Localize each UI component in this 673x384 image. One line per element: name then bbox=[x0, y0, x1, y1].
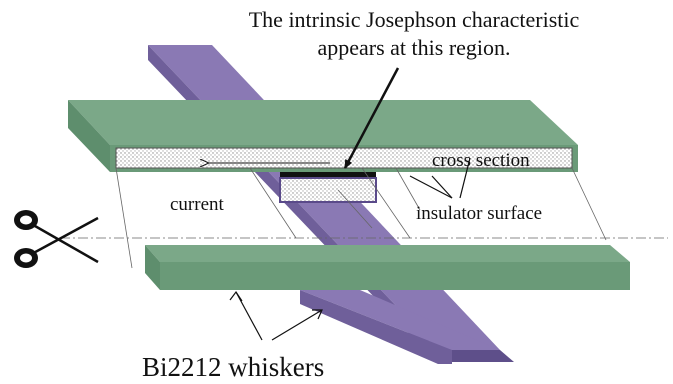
upper-whisker-left-face bbox=[68, 100, 110, 172]
annotation-arrow bbox=[343, 67, 400, 169]
lower-whisker-left-face bbox=[145, 245, 160, 290]
purple-whisker-lower-top-face bbox=[300, 290, 500, 350]
annotation-line-2: appears at this region. bbox=[317, 35, 510, 60]
cross-section-label: cross section bbox=[432, 150, 530, 171]
purple-whisker-front bbox=[300, 290, 500, 364]
upper-whisker-top-face bbox=[68, 100, 578, 145]
purple-whisker-lower-front-face bbox=[300, 290, 452, 364]
annotation-line-1: The intrinsic Josephson characteristic bbox=[249, 7, 580, 32]
lower-green-whisker bbox=[145, 245, 630, 290]
junction-body bbox=[279, 177, 377, 203]
current-label: current bbox=[170, 194, 225, 215]
upper-green-whisker bbox=[68, 100, 578, 172]
junction-top-layer bbox=[280, 172, 376, 178]
scissors-icon bbox=[14, 210, 99, 268]
lower-whisker-top-face bbox=[145, 245, 630, 262]
projection-lines bbox=[115, 167, 607, 269]
junction-region bbox=[279, 172, 377, 203]
purple-whisker-side-face bbox=[438, 350, 514, 362]
whisker-label-arrows bbox=[229, 290, 323, 341]
insulator-surface-leaders bbox=[409, 157, 471, 199]
lower-whisker-front-face bbox=[160, 262, 630, 290]
insulator-surface-label: insulator surface bbox=[416, 203, 542, 224]
whiskers-label: Bi2212 whiskers bbox=[142, 352, 324, 382]
